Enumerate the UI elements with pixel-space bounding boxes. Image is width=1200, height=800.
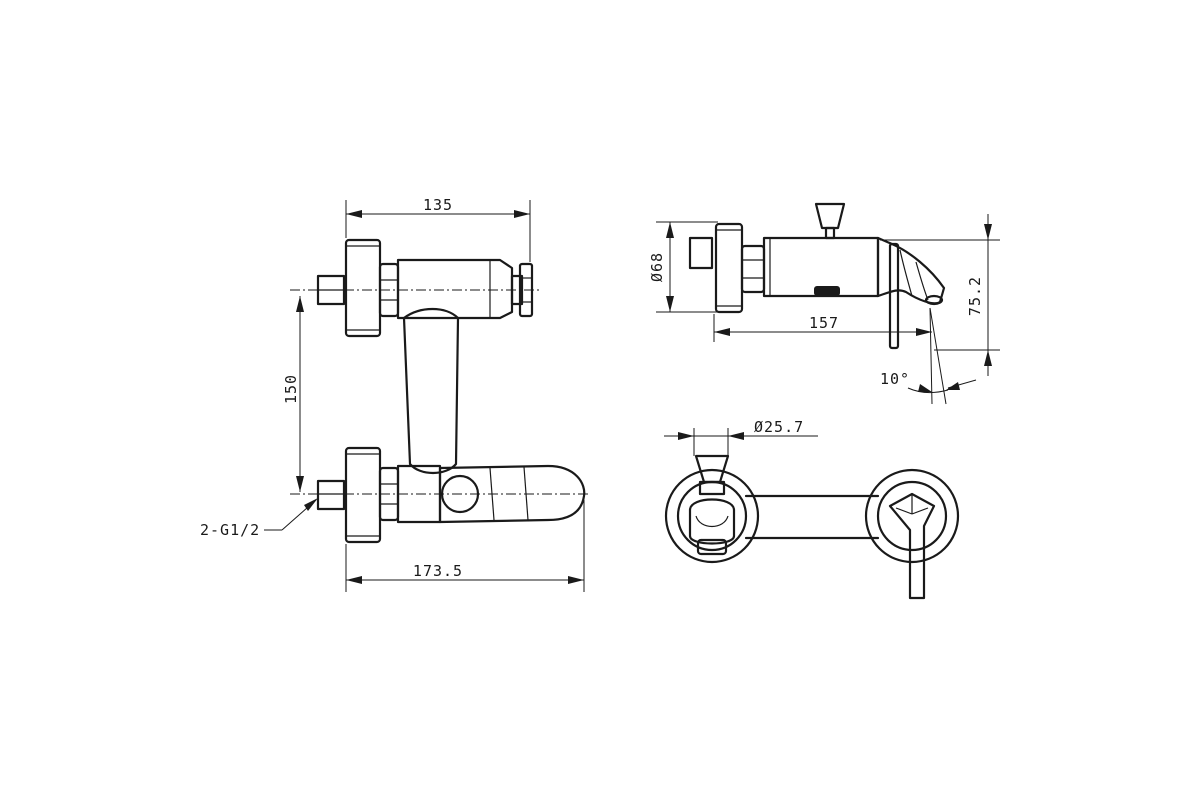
- dim-bottom-width: 173.5: [413, 562, 463, 580]
- dim-spout-height: 75.2: [966, 276, 984, 316]
- top-view: Ø25.7: [664, 418, 960, 600]
- dim-knob-diameter: Ø25.7: [754, 418, 804, 436]
- thread-spec: 2-G1/2: [200, 521, 260, 539]
- side-view: Ø68 157: [648, 202, 1000, 405]
- dim-vertical-spacing: 150: [282, 374, 300, 404]
- dim-flange-diameter: Ø68: [648, 252, 666, 282]
- dim-spout-angle: 10°: [880, 370, 910, 388]
- dim-top-width: 135: [423, 196, 453, 214]
- front-view: 135 150: [200, 196, 590, 592]
- dim-spout-length: 157: [809, 314, 839, 332]
